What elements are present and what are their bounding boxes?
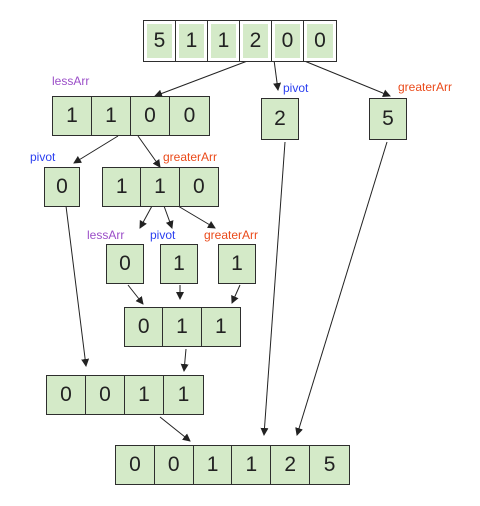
array-cell: 0 bbox=[86, 376, 125, 414]
array-cell: 1 bbox=[141, 168, 180, 206]
array-cell: 0 bbox=[304, 21, 336, 61]
array-cell: 2 bbox=[271, 446, 311, 484]
edge-pivot2-merge2 bbox=[65, 205, 90, 367]
label-pivot: pivot bbox=[150, 228, 176, 242]
array-cell: 1 bbox=[201, 308, 241, 346]
array-cell: 1 bbox=[208, 21, 240, 61]
array-cell: 0 bbox=[125, 308, 164, 346]
array-less-3: 0 bbox=[106, 244, 144, 284]
edge-greater2-greater bbox=[177, 205, 216, 229]
array-cell: 0 bbox=[47, 376, 86, 414]
array-cell: 5 bbox=[310, 446, 349, 484]
array-pivot-2: 0 bbox=[44, 167, 80, 207]
array-cell: 1 bbox=[232, 446, 272, 484]
edge-merge3-merge2 bbox=[180, 348, 189, 372]
edge-less-pivot bbox=[73, 135, 119, 164]
array-less-1: 1 1 0 0 bbox=[52, 96, 210, 136]
label-pivot: pivot bbox=[283, 81, 309, 95]
edge-root-greater bbox=[301, 59, 391, 98]
array-root: 5 1 1 2 0 0 bbox=[143, 20, 337, 62]
array-merge-2: 0 0 1 1 bbox=[46, 375, 204, 415]
array-cell: 1 bbox=[53, 97, 92, 135]
array-cell: 0 bbox=[154, 446, 194, 484]
label-less-arr: lessArr bbox=[87, 228, 125, 242]
label-greater-arr: greaterArr bbox=[163, 150, 218, 164]
array-cell: 5 bbox=[144, 21, 176, 61]
edge-pivot1-result bbox=[260, 141, 286, 436]
edge-root-pivot bbox=[273, 59, 282, 91]
edge-greater1-result bbox=[295, 141, 388, 436]
array-merge-3: 0 1 1 bbox=[124, 307, 241, 347]
edge-greater2-less bbox=[139, 205, 153, 229]
edge-merge2-result bbox=[159, 416, 191, 442]
edge-less3-merge bbox=[127, 284, 144, 305]
array-cell: 1 bbox=[125, 376, 164, 414]
array-pivot-3: 1 bbox=[160, 244, 198, 284]
array-cell: 1 bbox=[103, 168, 142, 206]
array-cell: 1 bbox=[161, 245, 197, 283]
array-cell: 1 bbox=[92, 97, 131, 135]
array-cell: 0 bbox=[170, 97, 209, 135]
edge-greater3-merge bbox=[231, 284, 241, 304]
array-cell: 0 bbox=[116, 446, 155, 484]
array-greater-2: 1 1 0 bbox=[102, 167, 219, 207]
array-cell: 2 bbox=[240, 21, 272, 61]
array-cell: 1 bbox=[164, 376, 203, 414]
label-greater-arr: greaterArr bbox=[398, 80, 453, 94]
array-greater-1: 5 bbox=[369, 98, 407, 140]
array-pivot-1: 2 bbox=[261, 98, 299, 140]
array-greater-3: 1 bbox=[218, 244, 256, 284]
array-cell: 1 bbox=[193, 446, 233, 484]
array-cell: 1 bbox=[163, 308, 202, 346]
array-result: 0 0 1 1 2 5 bbox=[115, 445, 350, 485]
array-cell: 0 bbox=[131, 97, 170, 135]
array-cell: 0 bbox=[272, 21, 304, 61]
array-cell: 5 bbox=[370, 99, 406, 139]
label-less-arr: lessArr bbox=[52, 74, 90, 88]
edge-less-greater bbox=[137, 135, 161, 168]
edge-greater2-pivot bbox=[163, 205, 174, 229]
array-cell: 0 bbox=[107, 245, 143, 283]
label-pivot: pivot bbox=[30, 150, 56, 164]
array-cell: 1 bbox=[219, 245, 255, 283]
array-cell: 2 bbox=[262, 99, 298, 139]
array-cell: 0 bbox=[45, 168, 79, 206]
edge-root-less bbox=[154, 59, 251, 98]
array-cell: 0 bbox=[179, 168, 219, 206]
array-cell: 1 bbox=[176, 21, 208, 61]
label-greater-arr: greaterArr bbox=[204, 228, 259, 242]
